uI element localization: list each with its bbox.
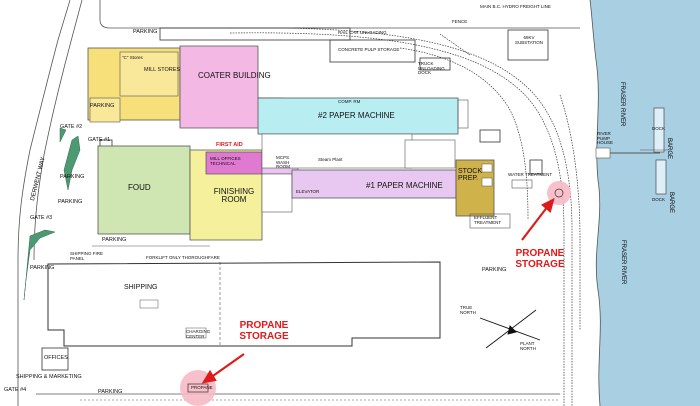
propane-storage-callout-bottom: PROPANE STORAGE xyxy=(232,320,296,342)
steam-plant-label: Steam Plant xyxy=(318,157,343,162)
first-aid-label: FIRST AID xyxy=(216,142,243,148)
hydro-line-label: MAIN B.C. HYDRO FREIGHT LINE xyxy=(480,4,551,9)
water-treatment-label: WATER TREATMENT xyxy=(508,172,553,177)
effluent-treatment-label: EFFLUENT TREATMENT xyxy=(474,215,502,225)
shipping-building xyxy=(47,261,441,347)
fence-label: FENCE xyxy=(452,19,468,24)
propane-storage-callout-right: PROPANE STORAGE xyxy=(508,248,572,270)
river-pump-house-shape xyxy=(595,147,611,159)
river-pump-house-label: RIVER PUMP HOUSE xyxy=(597,131,614,145)
propane-callout-line1: PROPANE xyxy=(239,320,289,331)
elevator-label: ELEVATOR xyxy=(296,189,320,194)
parking-bottom-label: PARKING xyxy=(98,389,123,395)
fraser-river-label-1: FRASER RIVER xyxy=(619,82,625,127)
dock-label-1: DOCK xyxy=(652,126,666,131)
shipping-marketing-label: SHIPPING & MARKETING xyxy=(16,374,82,380)
c-stores-label: "C" Stores xyxy=(122,55,143,60)
offices-label: OFFICES xyxy=(44,355,68,361)
wash-room-label: MCPS WASH ROOM xyxy=(276,155,290,169)
charging-center-label: CHARGING CENTER xyxy=(186,329,211,339)
compass-rose xyxy=(479,309,541,349)
rail-car-unloading-label: RAIL CAR UNLOADING xyxy=(338,30,387,35)
propane-callout-line1: PROPANE xyxy=(515,248,565,259)
stock-prep-label: STOCK PREP. xyxy=(458,168,482,182)
gate-1-label: GATE #1 xyxy=(88,137,111,143)
gate-3-label: GATE #3 xyxy=(30,215,53,221)
coater-building-label: COATER BUILDING xyxy=(198,71,271,80)
truck-unloading-dock-label: TRUCK UNLOADING DOCK xyxy=(418,61,445,75)
forklift-only-label: FORKLIFT ONLY THOROUGHFARE xyxy=(146,255,220,260)
substation-label: 69KV SUBSTATION xyxy=(514,35,544,45)
propane-callout-line2: STORAGE xyxy=(239,331,289,342)
shipping-label: SHIPPING xyxy=(124,284,158,291)
offices-building xyxy=(41,347,69,371)
plant-north-label: PLANT NORTH xyxy=(520,341,536,351)
comp-rm-label: COMP. RM xyxy=(338,99,361,104)
parking-mid-label: PARKING xyxy=(58,199,83,205)
parking-g3-label: PARKING xyxy=(102,237,127,243)
propane-callout-line2: STORAGE xyxy=(515,259,565,270)
paper-machine-2-label: #2 PAPER MACHINE xyxy=(318,111,395,120)
concrete-pulp-storage-label: CONCRETE PULP STORAGE xyxy=(338,47,400,52)
finishing-room-label: FINISHING ROOM xyxy=(213,187,255,204)
parking-mid-left-label: PARKING xyxy=(60,174,85,180)
parking-lower-label: PARKING xyxy=(30,265,55,271)
true-north-label: TRUE NORTH xyxy=(460,305,476,315)
parking-left-label: PARKING xyxy=(90,103,115,109)
gate-2-label: GATE #2 xyxy=(60,124,83,130)
barge-label-2: BARGE xyxy=(668,192,674,214)
barge-label-1: BARGE xyxy=(666,138,672,160)
paper-machine-1-building xyxy=(291,169,457,199)
railway-tracks xyxy=(229,27,581,406)
callout-arrows xyxy=(201,197,555,384)
parking-top-label: PARKING xyxy=(133,29,158,35)
foud-building xyxy=(97,145,191,235)
dock-label-2: DOCK xyxy=(652,197,666,202)
mill-offices-label: MILL OFFICES TECHNICAL xyxy=(210,156,241,166)
parking-right-label: PARKING xyxy=(482,267,507,273)
foud-label: FOUD xyxy=(128,183,151,192)
paper-machine-1-label: #1 PAPER MACHINE xyxy=(366,181,443,190)
shipping-fire-panel-label: SHIPPING FIRE PANEL xyxy=(70,251,104,261)
propane-small-label: PROPANE xyxy=(191,385,213,390)
gate-4-label: GATE #4 xyxy=(4,387,27,393)
mill-stores-label: MILL STORES xyxy=(144,67,181,73)
fraser-river xyxy=(590,0,700,406)
fraser-river-label-2: FRASER RIVER xyxy=(620,240,626,285)
